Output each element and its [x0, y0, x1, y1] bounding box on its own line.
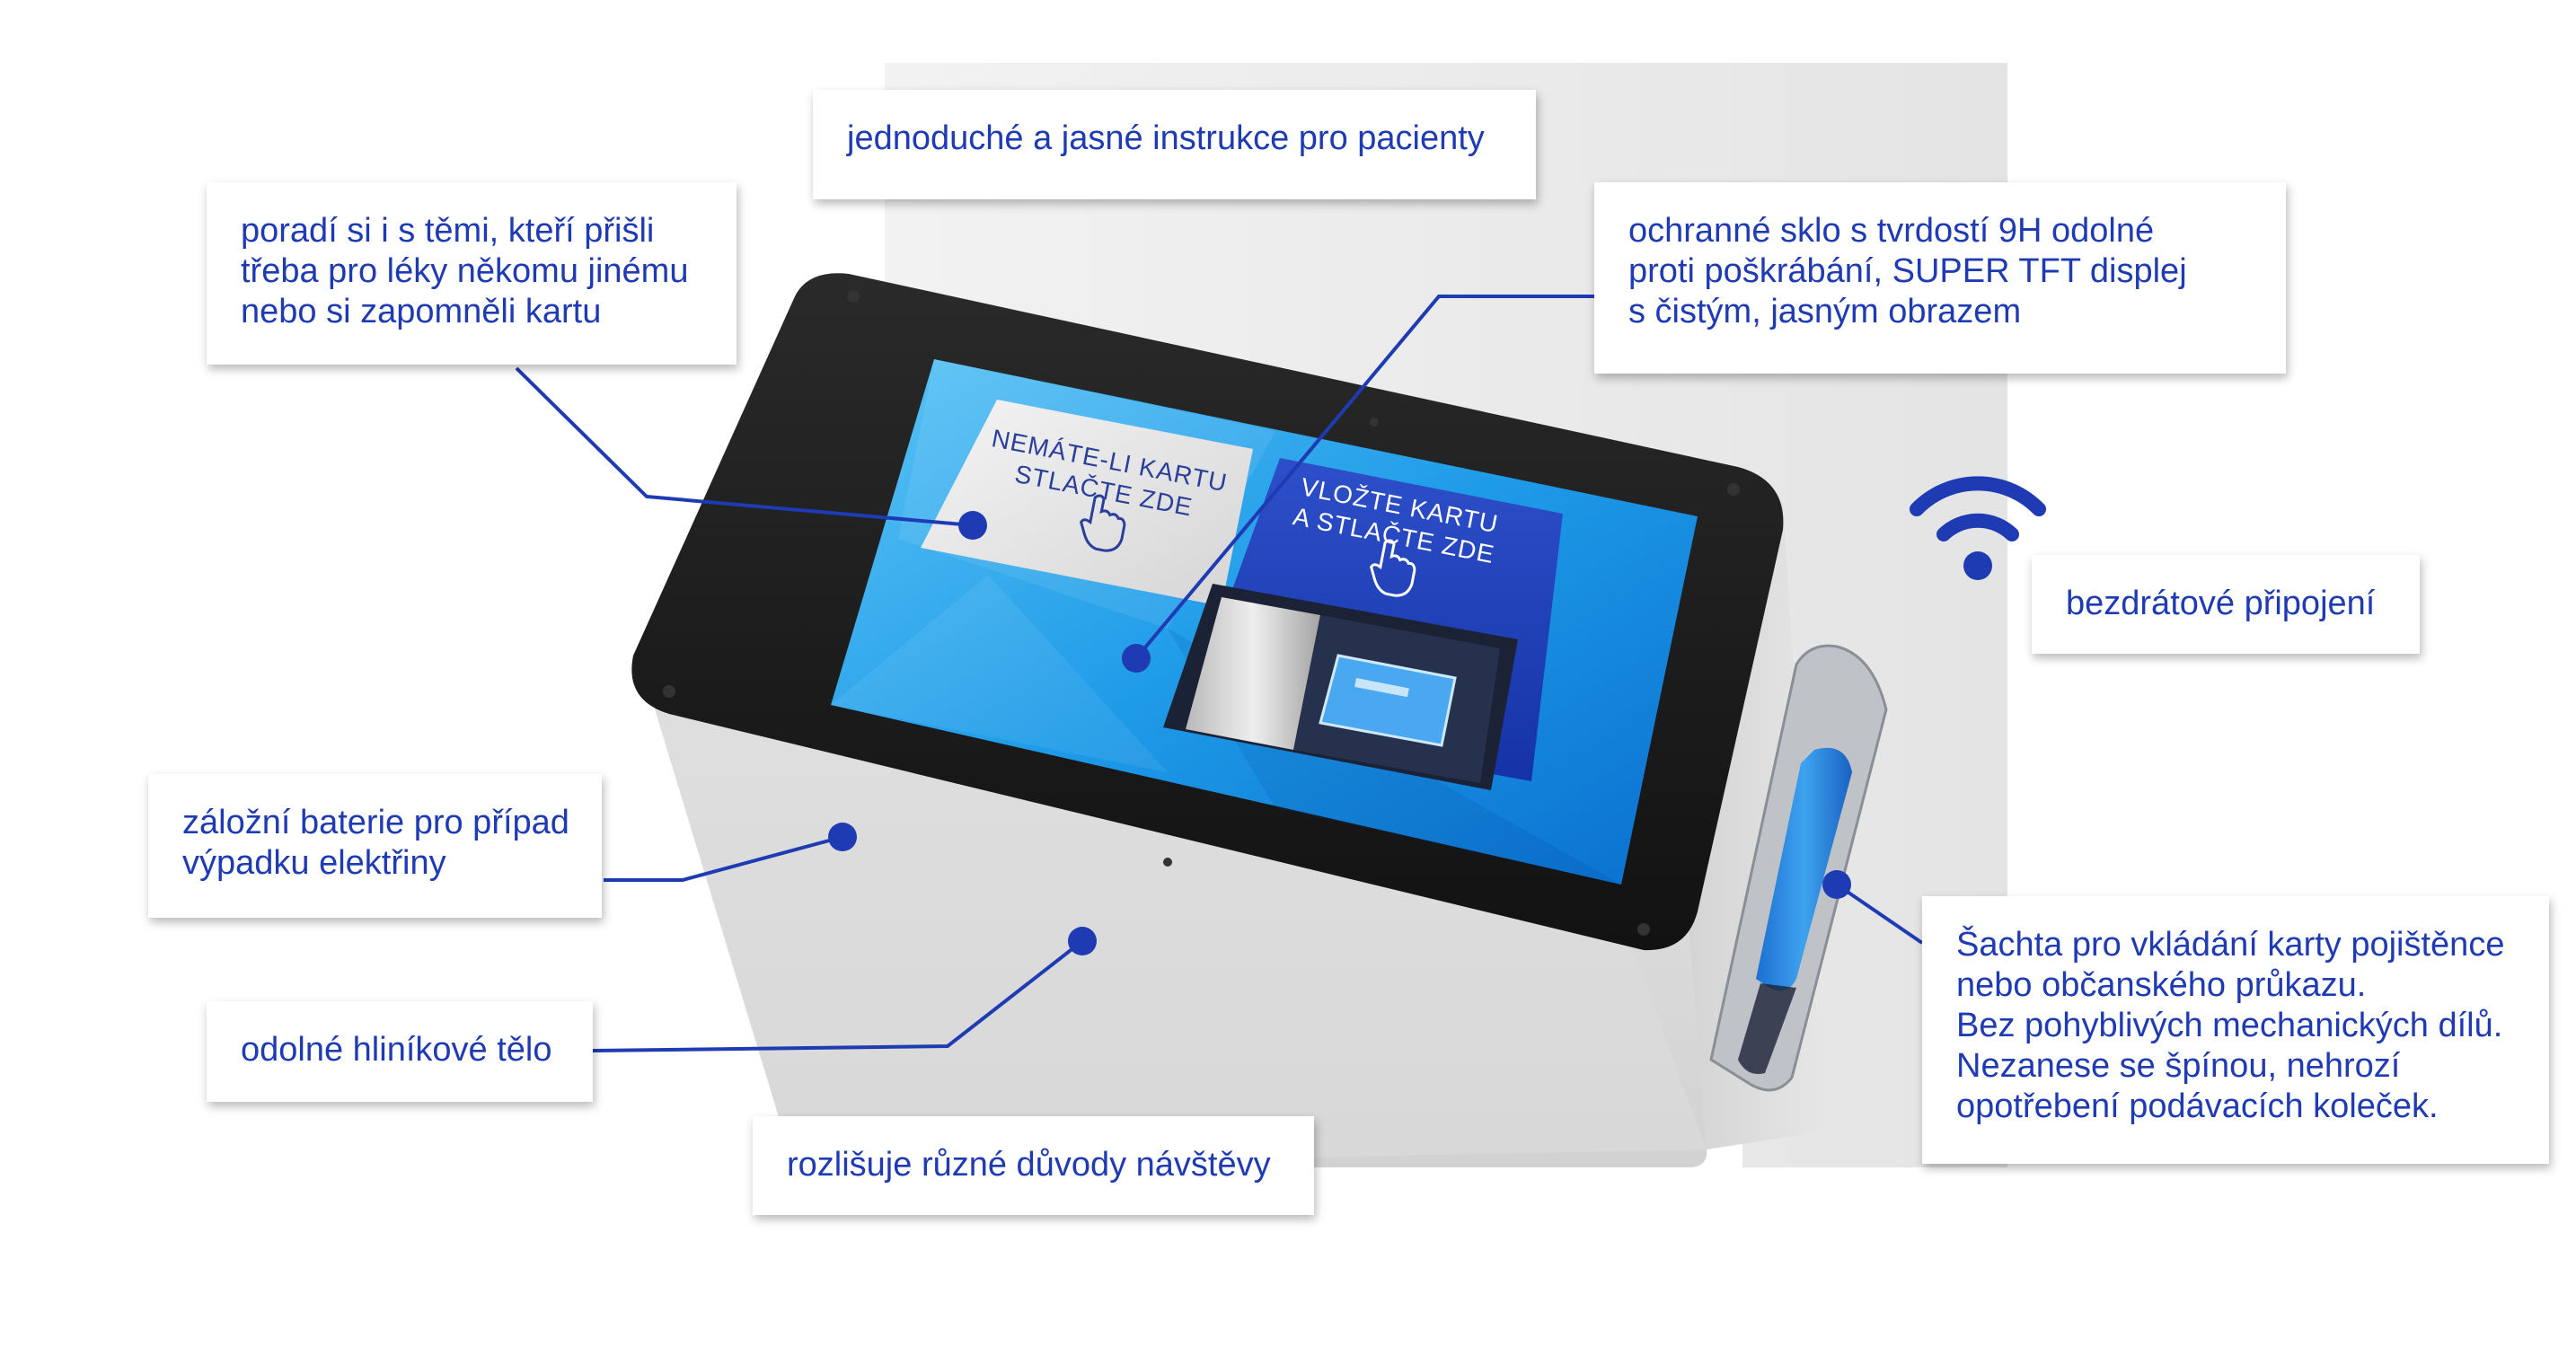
callout-battery-line: výpadku elektřiny [182, 844, 446, 882]
callout-slot-line: Šachta pro vkládání karty pojištěnce [1956, 926, 2505, 964]
leader-dot-slot [1822, 870, 1851, 899]
leader-line-slot [1835, 883, 1924, 945]
leader-dot-body [1068, 927, 1097, 955]
leader-dot-glass [1122, 644, 1151, 673]
wifi-icon [1910, 476, 2046, 580]
callout-reasons: rozlišuje různé důvody návštěvy [753, 1116, 1314, 1215]
callout-slot-line: opotřebení podávacích koleček. [1956, 1087, 2439, 1125]
leader-line-body [592, 939, 1084, 1052]
screen-button-no-card [921, 400, 1253, 606]
callout-glass-line: proti poškrábání, SUPER TFT displej [1628, 252, 2187, 290]
callout-forgot-card-line: poradí si i s těmi, kteří přišli [241, 212, 655, 250]
callout-instructions: jednoduché a jasné instrukce pro pacient… [813, 90, 1536, 199]
callout-forgot-card: poradí si i s těmi, kteří přišli třeba p… [207, 182, 737, 365]
leader-line-forgot-card [515, 366, 974, 527]
callout-glass-line: s čistým, jasným obrazem [1628, 293, 2022, 330]
leader-dot-forgot-card [958, 511, 987, 540]
hand-pointer-icon [1080, 494, 1126, 552]
leader-line-battery [604, 835, 843, 882]
callout-forgot-card-line: nebo si zapomněli kartu [241, 293, 602, 330]
callout-body-text: odolné hliníkové tělo [241, 1031, 552, 1069]
callout-forgot-card-line: třeba pro léky někomu jinému [241, 252, 689, 290]
card-slot-insert [1756, 747, 1852, 991]
hand-pointer-icon [1370, 539, 1416, 597]
leader-dot-battery [828, 823, 857, 851]
callout-wireless-text: bezdrátové připojení [2066, 585, 2376, 622]
callout-battery-line: záložní baterie pro případ [182, 804, 569, 841]
callout-slot-line: Bez pohyblivých mechanických dílů. [1956, 1007, 2503, 1044]
callout-slot-line: Nezanese se špínou, nehrozí [1956, 1047, 2401, 1085]
callout-glass-line: ochranné sklo s tvrdostí 9H odolné [1628, 212, 2155, 250]
callout-slot: Šachta pro vkládání karty pojištěnce neb… [1922, 896, 2549, 1164]
callout-glass: ochranné sklo s tvrdostí 9H odolné proti… [1594, 182, 2286, 374]
callout-wireless: bezdrátové připojení [2032, 555, 2420, 654]
callout-reasons-text: rozlišuje různé důvody návštěvy [787, 1146, 1271, 1184]
callout-instructions-text: jednoduché a jasné instrukce pro pacient… [847, 119, 1485, 157]
callout-body: odolné hliníkové tělo [207, 1001, 593, 1102]
leader-line-glass [1134, 295, 1594, 660]
insurance-card-icon [1319, 654, 1457, 747]
callout-slot-line: nebo občanského průkazu. [1956, 966, 2367, 1004]
callout-battery: záložní baterie pro případ výpadku elekt… [148, 774, 602, 918]
